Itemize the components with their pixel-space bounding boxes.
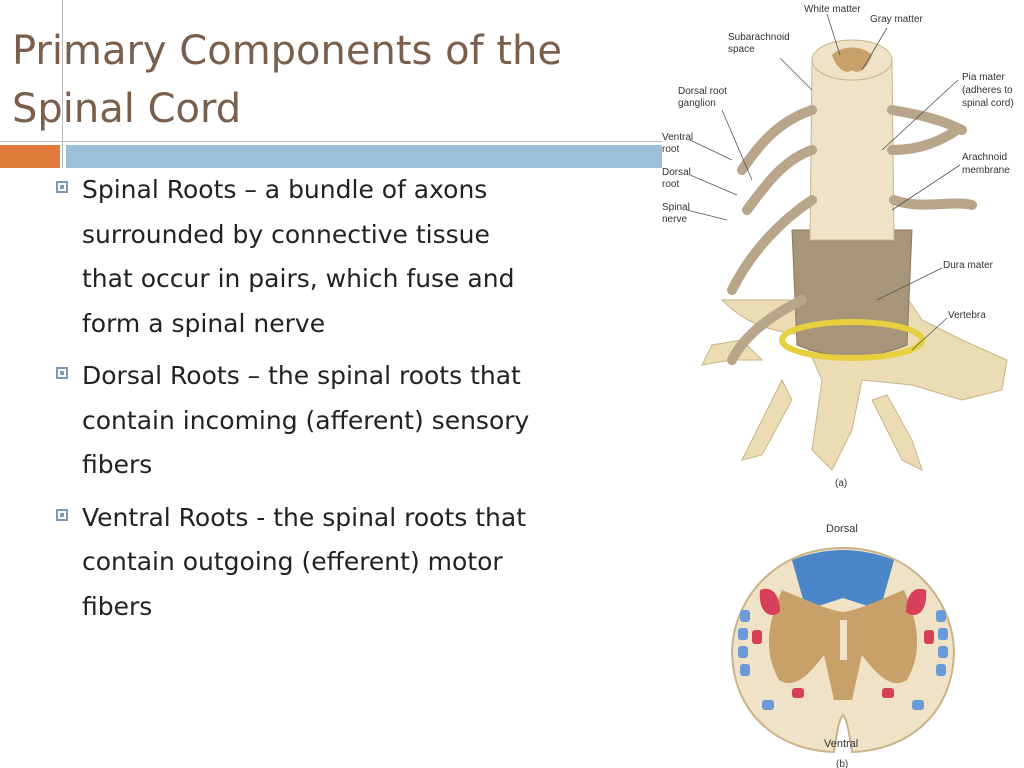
gray-matter-shape: [832, 47, 872, 72]
label-spinal-nerve-1: Spinal: [662, 202, 690, 213]
bullet-dorsal-roots: Dorsal Roots – the spinal roots that con…: [56, 354, 536, 488]
label-dorsal-root-ganglion-2: ganglion: [678, 98, 716, 109]
dorsal-column: [792, 550, 894, 610]
divider-horizontal: [0, 141, 666, 142]
nerve-roots-left: [727, 105, 817, 365]
bullet-square-icon: [56, 181, 68, 193]
leader-lines: [686, 13, 961, 351]
bullet-text: Ventral Roots - the spinal roots that co…: [82, 502, 526, 621]
bullet-square-icon: [56, 367, 68, 379]
bullet-spinal-roots: Spinal Roots – a bundle of axons surroun…: [56, 168, 536, 346]
divider-vertical: [62, 0, 63, 168]
nerve-roots-right: [887, 105, 977, 210]
bullet-text: Dorsal Roots – the spinal roots that con…: [82, 361, 530, 479]
label-subarachnoid-1: Subarachnoid: [728, 32, 790, 43]
label-arachnoid-2: membrane: [962, 165, 1010, 176]
label-dura-mater: Dura mater: [943, 260, 994, 271]
slide-title: Primary Components of the Spinal Cord: [12, 22, 652, 138]
title-line-2: Spinal Cord: [12, 86, 242, 132]
label-dorsal-root-ganglion-1: Dorsal root: [678, 86, 727, 97]
red-tracts: [752, 588, 934, 698]
cross-section-illustration: [730, 546, 956, 754]
accent-bar-blue: [66, 145, 666, 168]
spinal-cord-column: [809, 59, 895, 241]
label-spinal-nerve-2: nerve: [662, 214, 687, 225]
label-ventral-root-2: root: [662, 144, 679, 155]
label-dorsal-root-2: root: [662, 179, 679, 190]
label-pia-mater-3: spinal cord): [962, 98, 1014, 109]
label-pia-mater-2: (adheres to: [962, 85, 1013, 96]
label-vertebra: Vertebra: [948, 310, 986, 321]
label-subarachnoid-2: space: [728, 44, 755, 55]
bullet-square-icon: [56, 508, 68, 521]
title-line-1: Primary Components of the: [12, 28, 562, 74]
accent-bar-orange: [0, 145, 60, 168]
label-panel-a: (a): [835, 478, 847, 489]
label-panel-b: (b): [836, 759, 848, 768]
label-gray-matter: Gray matter: [870, 14, 923, 25]
blue-tracts: [738, 610, 948, 710]
label-pia-mater-1: Pia mater: [962, 72, 1005, 83]
label-dorsal: Dorsal: [826, 523, 858, 535]
label-white-matter: White matter: [804, 4, 861, 15]
label-ventral-root-1: Ventral: [662, 132, 693, 143]
yellow-band-shape: [779, 319, 925, 361]
label-ventral: Ventral: [824, 738, 858, 750]
spinal-cord-illustration: White matter Gray matter Subarachnoid sp…: [662, 4, 1014, 768]
spinal-cord-figure: White matter Gray matter Subarachnoid sp…: [662, 0, 1024, 768]
bullet-list: Spinal Roots – a bundle of axons surroun…: [56, 168, 536, 637]
label-dorsal-root-1: Dorsal: [662, 167, 691, 178]
bullet-ventral-roots: Ventral Roots - the spinal roots that co…: [56, 496, 536, 630]
bullet-text: Spinal Roots – a bundle of axons surroun…: [82, 175, 515, 338]
label-arachnoid-1: Arachnoid: [962, 152, 1007, 163]
dura-mater-shape: [791, 229, 913, 357]
